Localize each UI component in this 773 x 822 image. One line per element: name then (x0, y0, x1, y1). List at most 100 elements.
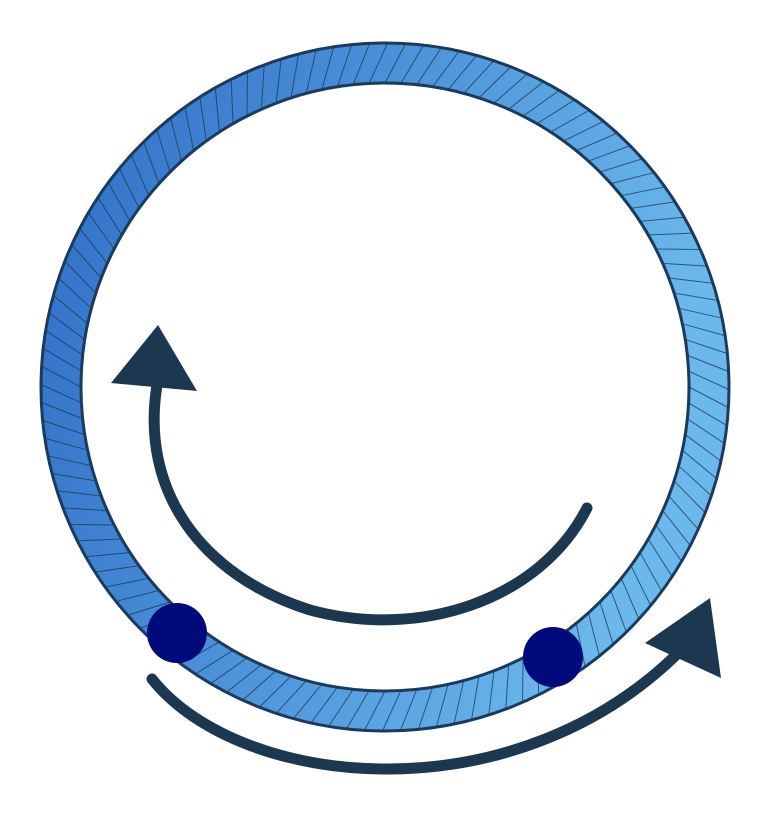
ring-segment-line (447, 55, 477, 90)
ring-segment-line (678, 307, 723, 319)
ring-segment-line (682, 449, 717, 479)
ring-segment-line (214, 87, 220, 133)
ring-segment-line (620, 578, 640, 620)
ring-segment-line (127, 601, 171, 616)
ring-segment-line (118, 168, 140, 209)
ring-segment-line (610, 172, 655, 185)
ring-segment-line (416, 47, 442, 85)
ring-segment-line (44, 437, 88, 451)
ring-segment-line (260, 64, 265, 110)
ring-segment-line (156, 129, 171, 173)
ring-segment-line (45, 330, 83, 356)
ring-segment-line (630, 565, 652, 606)
ring-segment-line (550, 109, 590, 133)
ring-segment-line (336, 44, 353, 87)
ring-segment-line (107, 182, 131, 222)
ring-segment-line (184, 107, 195, 151)
ring-segment-line (310, 686, 338, 724)
ring-segment-line (246, 71, 248, 117)
ring-segment-line (275, 680, 307, 714)
ring-segment-line (69, 524, 115, 526)
ring-segment-line (688, 386, 729, 409)
ring-segment-line (170, 117, 183, 162)
ring-segment-line (684, 434, 722, 462)
ring-segment-line (453, 680, 465, 725)
ring-segment-line (470, 676, 480, 721)
ring-band (41, 43, 729, 731)
ring-segment-line (588, 145, 631, 162)
ring-segment-line (599, 601, 614, 645)
ring-segment-line (682, 323, 726, 337)
ring-segment-line (639, 552, 663, 592)
ring-segment-line (242, 670, 277, 701)
ring-segment-line (662, 510, 691, 546)
ring-segment-line (463, 60, 495, 94)
ring-segment-line (105, 577, 149, 588)
ring-segment-line (655, 524, 682, 562)
ring-segment-line (488, 670, 495, 716)
ring-segment-line (678, 465, 712, 497)
ring-segment-line (71, 244, 102, 279)
ring-segment-line (493, 73, 528, 104)
inner-counterclockwise-arrow (111, 325, 593, 626)
ring-segment-line (41, 365, 82, 388)
ring-segment-line (58, 277, 92, 309)
ring-segment-line (508, 81, 544, 110)
outer-arrow-head (645, 598, 721, 678)
ring-segment-line (275, 58, 282, 104)
ring-segment-line (226, 664, 262, 693)
ring-segment-line (143, 141, 160, 184)
ring-segment-line (478, 66, 512, 99)
ring-inner-edge (79, 81, 691, 693)
ring-segment-line (687, 418, 725, 444)
ring-segment-line (668, 277, 714, 284)
ring-segment-line (522, 657, 524, 703)
ring-segment-line (41, 401, 83, 420)
ring-segment-line (381, 690, 402, 732)
ring-segment-line (85, 552, 131, 558)
ring-segment-line (305, 49, 317, 94)
ring-segment-line (587, 612, 600, 657)
ring-segment-line (662, 262, 708, 267)
ring-segment-line (79, 228, 108, 264)
ring-segment-line (576, 132, 618, 152)
ring-segment-line (655, 248, 701, 250)
ring-segment-line (195, 649, 234, 675)
ring-segment-line (687, 354, 729, 373)
ring-segment-line (77, 538, 122, 542)
ring-segment-line (321, 46, 335, 90)
ring-segment-line (674, 292, 719, 302)
ring-segment-line (563, 120, 604, 142)
ring-segment-line (668, 495, 699, 530)
ring-segment-line (647, 538, 673, 577)
inner-arrow-shaft (148, 379, 593, 626)
ring-segment-line (599, 158, 643, 173)
ring-segment-line (685, 338, 728, 355)
ring-segment-line (363, 690, 386, 731)
ring-segment-line (522, 90, 560, 117)
outer-lower-arrow (146, 598, 721, 775)
ring-segment-line (115, 589, 160, 602)
ring-segment-line (56, 490, 102, 497)
ring-segment-line (95, 565, 140, 573)
ring-segment-line (130, 154, 150, 196)
ring-segment-line (64, 260, 97, 294)
ring-segment-line (42, 347, 82, 372)
ring-segment-line (293, 684, 323, 719)
ring-segment-line (352, 43, 371, 85)
ring-outer-edge (39, 41, 731, 733)
ring-segment-line (400, 44, 425, 84)
ring-segment-line (417, 687, 434, 730)
ring-segment-line (536, 99, 575, 125)
ring-segment-line (345, 690, 370, 730)
ring-segment-line (53, 295, 88, 325)
ring-segment-line (51, 472, 96, 482)
ring-segment-line (621, 186, 665, 197)
ring-segment-line (688, 370, 730, 391)
ring-segment-line (630, 201, 675, 209)
ring-segment-line (290, 53, 300, 98)
outer-arrow-shaft (146, 637, 694, 775)
ring-segment-line (688, 402, 728, 427)
